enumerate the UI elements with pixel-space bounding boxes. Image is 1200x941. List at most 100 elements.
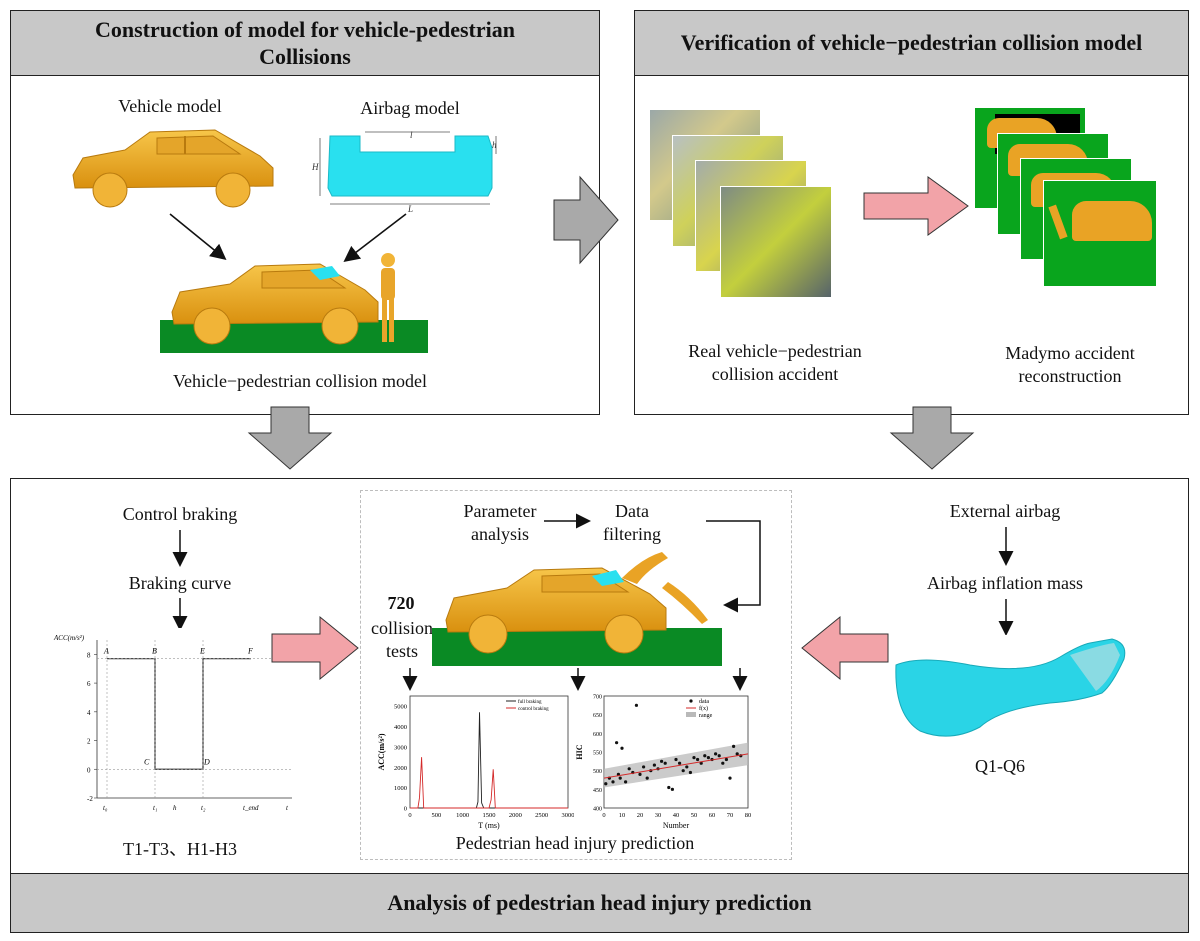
hic-data-point-26 xyxy=(692,756,696,760)
left-down-arrows xyxy=(172,530,188,628)
hic-data-point-28 xyxy=(699,761,703,765)
external-airbag-label: External airbag xyxy=(949,501,1061,521)
hic-data-point-19 xyxy=(667,785,671,790)
hic-data-point-20 xyxy=(670,787,674,791)
verification-arrow xyxy=(863,176,969,236)
right-down-arrows xyxy=(998,527,1014,635)
right-pink-arrow xyxy=(801,615,889,681)
hic-xtick-8: 80 xyxy=(745,812,752,819)
acc-ytick-1: 1000 xyxy=(394,785,407,792)
braking-ytick-2: 2 xyxy=(87,738,91,746)
hic-fit-line xyxy=(603,753,749,779)
airbag-model-label: Airbag model xyxy=(360,98,460,118)
tests-count: 720 xyxy=(387,593,415,613)
center-simulation-image xyxy=(432,552,722,666)
hic-xtick-4: 40 xyxy=(673,812,680,819)
vehicle-model-image xyxy=(72,129,274,208)
hic-ytick-1: 450 xyxy=(593,788,602,794)
hic-xtick-5: 50 xyxy=(691,812,698,819)
hic-data-point-7 xyxy=(624,780,628,784)
braking-curve-line xyxy=(107,658,251,770)
hic-legend-label-0: data xyxy=(699,699,709,705)
hic-data-point-33 xyxy=(717,754,721,758)
vehicle-model-label: Vehicle model xyxy=(118,96,222,116)
left-pink-arrow xyxy=(271,615,359,681)
hic-data-point-30 xyxy=(706,756,710,760)
acc-series-0 xyxy=(410,712,568,809)
arrow-top-right xyxy=(553,175,619,265)
hic-data-point-6 xyxy=(620,746,624,750)
braking-point-B: B xyxy=(152,647,157,656)
hic-data-point-35 xyxy=(724,757,728,762)
hic-xtick-2: 20 xyxy=(637,812,644,819)
hic-data-point-37 xyxy=(732,744,736,748)
hic-data-point-13 xyxy=(645,776,649,780)
hic-data-point-38 xyxy=(735,752,739,756)
hic-data-point-0 xyxy=(604,782,608,786)
braking-ytick-5: 8 xyxy=(87,651,91,659)
hic-xtick-7: 70 xyxy=(727,812,734,819)
hic-ytick-2: 500 xyxy=(593,769,602,775)
braking-point-C: C xyxy=(144,757,150,766)
verification-panel-title: Verification of vehicle−pedestrian colli… xyxy=(635,11,1188,76)
braking-xtick-1: t₁ xyxy=(153,804,157,812)
braking-point-F: F xyxy=(247,647,253,656)
center-dashed-box xyxy=(360,490,792,860)
hic-xtick-6: 60 xyxy=(709,812,716,819)
braking-params-label: T1-T3、H1-H3 xyxy=(123,839,237,859)
hic-data-point-3 xyxy=(615,741,619,745)
acc-legend-label-0: full braking xyxy=(518,700,542,705)
hic-ytick-5: 650 xyxy=(593,713,602,719)
acc-ytick-0: 0 xyxy=(404,806,407,813)
hic-xtick-0: 0 xyxy=(602,812,605,819)
braking-ylabel: ACC(m/s²) xyxy=(53,634,85,642)
madymo-reconstruction-images xyxy=(975,108,1165,288)
airbag-dim-L: L xyxy=(407,204,413,213)
hic-ytick-0: 400 xyxy=(593,807,602,813)
hic-data-point-21 xyxy=(674,757,678,762)
hic-xtick-1: 10 xyxy=(619,812,626,819)
acc-xtick-1: 500 xyxy=(431,812,441,819)
braking-point-E: E xyxy=(199,647,205,656)
hic-data-point-27 xyxy=(696,757,700,762)
airbag-dim-H: H xyxy=(311,162,319,172)
hic-data-point-34 xyxy=(721,761,725,765)
airbag-dim-h: h xyxy=(492,140,497,150)
acc-xtick-0: 0 xyxy=(408,812,411,819)
acc-plot-frame xyxy=(409,695,569,809)
hic-ylabel: HIC xyxy=(576,744,584,759)
hic-data-point-2 xyxy=(611,780,615,784)
collision-model-label: Vehicle−pedestrian collision model xyxy=(172,371,428,391)
acc-xtick-4: 2000 xyxy=(509,812,522,819)
acc-xtick-5: 2500 xyxy=(535,812,548,819)
braking-xtick-0: t₀ xyxy=(103,804,108,812)
arrow-down-left xyxy=(247,406,333,470)
acc-legend-label-1: control braking xyxy=(518,707,549,712)
acc-ytick-2: 2000 xyxy=(394,765,407,772)
hic-ytick-6: 700 xyxy=(593,695,602,701)
acc-series-1 xyxy=(410,757,568,809)
hic-xlabel: Number xyxy=(663,821,690,830)
hic-data-point-32 xyxy=(714,752,718,756)
braking-ytick-3: 4 xyxy=(87,709,91,717)
real-accident-label: Real vehicle−pedestrian collision accide… xyxy=(688,341,862,385)
braking-curve-label: Braking curve xyxy=(128,573,232,593)
hic-data-point-15 xyxy=(652,763,656,767)
hic-data-point-23 xyxy=(681,769,685,773)
hic-data-point-5 xyxy=(618,776,622,780)
braking-ytick-0: -2 xyxy=(87,795,93,803)
hic-data-point-10 xyxy=(634,703,638,707)
arrow-down-right xyxy=(889,406,975,470)
hic-data-point-12 xyxy=(642,765,646,769)
hic-data-point-36 xyxy=(728,776,732,780)
hic-data-point-24 xyxy=(685,765,689,769)
braking-xtick-2: h xyxy=(173,804,177,812)
braking-xtick-3: t₂ xyxy=(201,804,206,812)
hic-data-point-22 xyxy=(678,761,682,765)
parameter-analysis-label: Parameter analysis xyxy=(463,501,537,545)
hic-ytick-3: 550 xyxy=(593,751,602,757)
airbag-dim-l: l xyxy=(410,130,413,140)
inflated-airbag-image xyxy=(895,638,1126,737)
